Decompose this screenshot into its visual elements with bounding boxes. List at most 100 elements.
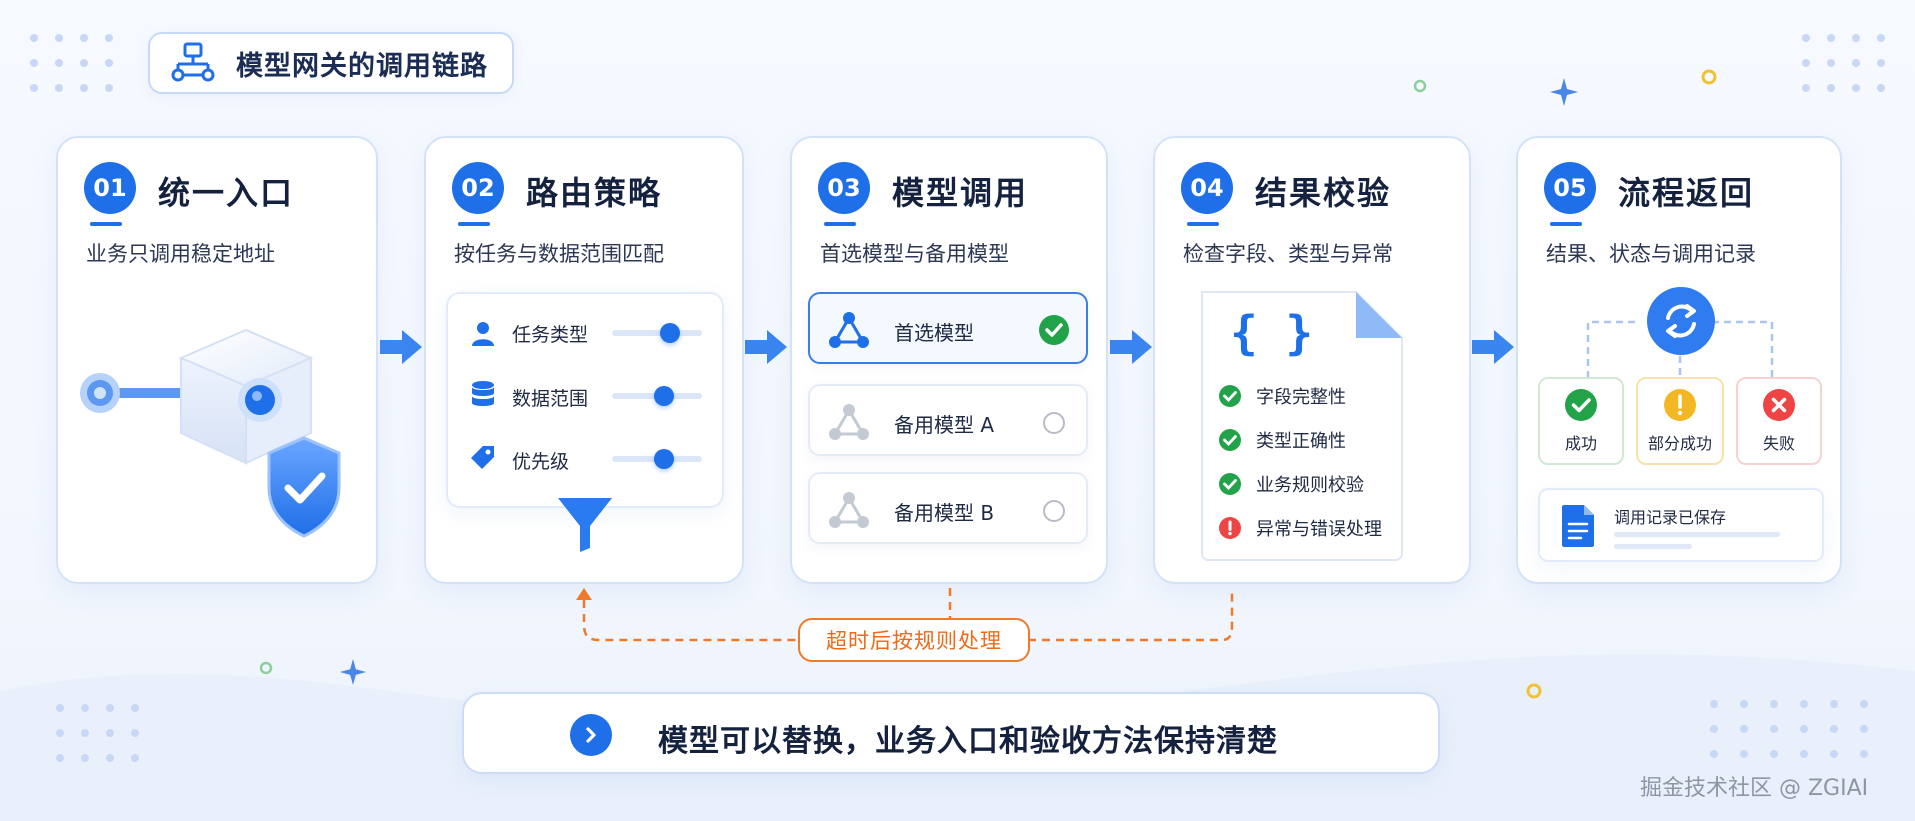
step-number: 04 (1181, 162, 1233, 214)
file-text-icon (1562, 505, 1594, 547)
status-label: 成功 (1564, 434, 1597, 453)
step-underline (824, 222, 856, 226)
radio-empty-icon[interactable] (1042, 499, 1066, 523)
result-branch-lines (1586, 320, 1774, 378)
slider-knob[interactable] (654, 386, 674, 406)
gateway-cube-illustration (80, 328, 341, 538)
flowchart-icon (171, 42, 215, 82)
refresh-icon (1647, 287, 1715, 355)
ring-icon (1526, 683, 1542, 699)
validation-check-label: 类型正确性 (1256, 431, 1346, 452)
model-option-backup-b[interactable]: 备用模型 B (808, 472, 1088, 544)
step-title: 流程返回 (1618, 174, 1755, 212)
warning-circle-icon (1664, 389, 1696, 421)
routing-slider[interactable] (612, 323, 702, 343)
radio-empty-icon[interactable] (1042, 411, 1066, 435)
status-failure: 失败 (1736, 377, 1822, 465)
status-partial-success: 部分成功 (1636, 377, 1724, 465)
ring-icon (259, 661, 273, 675)
check-circle-icon (1219, 385, 1241, 407)
slider-knob[interactable] (660, 323, 680, 343)
status-success: 成功 (1538, 377, 1624, 465)
status-label: 失败 (1762, 434, 1795, 453)
model-option-primary[interactable]: 首选模型 (808, 292, 1088, 364)
routing-row-label: 数据范围 (512, 388, 589, 410)
sparkle-icon (339, 658, 367, 686)
validation-check-item: 异常与错误处理 (1218, 514, 1382, 542)
check-circle-icon (1565, 389, 1597, 421)
placeholder-line (1614, 544, 1692, 549)
validation-check-item: 字段完整性 (1218, 382, 1346, 410)
check-circle-icon (1219, 429, 1241, 451)
validation-check-item: 业务规则校验 (1218, 470, 1364, 498)
placeholder-line (1614, 532, 1780, 537)
title-text: 模型网关的调用链路 (236, 50, 488, 82)
step-card-entry: 01 统一入口 业务只调用稳定地址 (56, 136, 378, 584)
summary-text: 模型可以替换，业务入口和验收方法保持清楚 (658, 724, 1278, 759)
error-circle-icon (1219, 517, 1241, 539)
routing-slider[interactable] (612, 449, 702, 469)
network-node-icon (829, 492, 869, 528)
status-label: 部分成功 (1647, 434, 1712, 453)
chevron-right-icon (570, 714, 612, 756)
model-option-label: 备用模型 B (894, 501, 995, 525)
flow-arrow-icon (1110, 330, 1152, 364)
step-subtitle: 检查字段、类型与异常 (1183, 242, 1393, 266)
tag-icon (471, 446, 494, 469)
step-title: 结果校验 (1255, 174, 1392, 212)
ring-icon (1413, 79, 1427, 93)
network-node-icon (829, 404, 869, 440)
step-number: 02 (452, 162, 504, 214)
model-option-backup-a[interactable]: 备用模型 A (808, 384, 1088, 456)
database-icon (472, 381, 494, 406)
step-underline (90, 222, 122, 226)
retry-loop-path (576, 588, 1234, 642)
step-title: 路由策略 (526, 174, 663, 212)
step-subtitle: 首选模型与备用模型 (820, 242, 1009, 266)
close-circle-icon (1763, 389, 1795, 421)
validation-check-item: 类型正确性 (1218, 426, 1346, 454)
step-number: 01 (84, 162, 136, 214)
diagram-title: 模型网关的调用链路 (148, 32, 514, 94)
routing-row-label: 优先级 (512, 451, 570, 473)
flow-arrow-icon (380, 330, 422, 364)
network-node-icon (829, 312, 869, 348)
slider-knob[interactable] (654, 449, 674, 469)
step-subtitle: 按任务与数据范围匹配 (454, 242, 664, 266)
model-option-label: 首选模型 (894, 321, 974, 345)
step-subtitle: 业务只调用稳定地址 (86, 242, 275, 266)
flow-arrow-icon (1472, 330, 1514, 364)
funnel-icon (558, 498, 612, 552)
routing-row-label: 任务类型 (512, 324, 589, 346)
step-number: 03 (818, 162, 870, 214)
document-icon (1201, 291, 1403, 561)
watermark-text: 掘金技术社区 @ ZGIAI (1640, 776, 1869, 801)
step-title: 统一入口 (158, 174, 295, 212)
summary-banner: 模型可以替换，业务入口和验收方法保持清楚 (462, 692, 1440, 774)
step-underline (1550, 222, 1582, 226)
check-circle-icon (1039, 315, 1069, 345)
flow-arrow-icon (745, 330, 787, 364)
dot-grid-top-right (1802, 34, 1885, 92)
validation-check-label: 异常与错误处理 (1256, 519, 1382, 540)
check-circle-icon (1219, 473, 1241, 495)
step-underline (458, 222, 490, 226)
dot-grid-top-left (30, 34, 113, 92)
user-icon (472, 322, 494, 346)
dot-grid-bottom-right (1710, 700, 1868, 758)
json-brace-icon: { } (1230, 306, 1314, 360)
dot-grid-bottom-left (56, 704, 139, 762)
step-subtitle: 结果、状态与调用记录 (1546, 242, 1756, 266)
call-log-label: 调用记录已保存 (1614, 508, 1727, 527)
validation-check-label: 业务规则校验 (1256, 475, 1364, 496)
model-option-label: 备用模型 A (894, 413, 995, 437)
sparkle-icon (1550, 78, 1578, 106)
call-log-card: 调用记录已保存 (1538, 488, 1824, 562)
step-number: 05 (1544, 162, 1596, 214)
retry-rule-badge: 超时后按规则处理 (798, 618, 1030, 662)
ring-icon (1701, 69, 1717, 85)
validation-check-label: 字段完整性 (1256, 387, 1346, 408)
step-title: 模型调用 (892, 174, 1029, 212)
routing-slider[interactable] (612, 386, 702, 406)
step-underline (1187, 222, 1219, 226)
